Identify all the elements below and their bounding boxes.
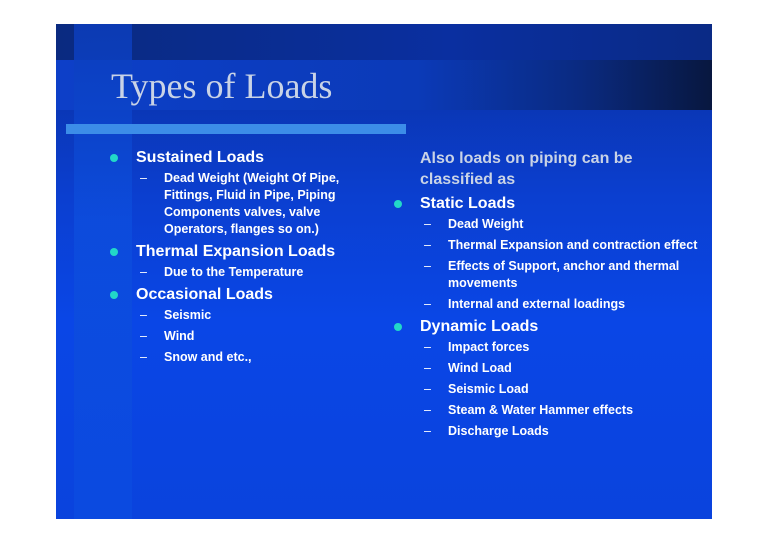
sub-item: – Thermal Expansion and contraction effe… [420, 237, 702, 254]
left-strip [74, 24, 132, 519]
bullet-thermal-expansion-loads: Thermal Expansion Loads – Due to the Tem… [108, 242, 368, 281]
sub-item-text: Due to the Temperature [164, 265, 304, 279]
sub-item-text: Seismic Load [448, 382, 529, 396]
sub-item: – Wind Load [420, 360, 702, 377]
sub-item-text: Dead Weight (Weight Of Pipe, Fittings, F… [164, 171, 340, 236]
dash-icon: – [424, 382, 431, 396]
bullet-dot-icon [394, 200, 402, 208]
sub-list: – Due to the Temperature [136, 264, 368, 281]
bullet-dot-icon [110, 248, 118, 256]
sub-item: – Dead Weight [420, 216, 702, 233]
sub-item-text: Snow and etc., [164, 350, 252, 364]
bullet-dot-icon [394, 323, 402, 331]
slide-title: Types of Loads [111, 66, 333, 106]
bullet-label: Occasional Loads [136, 286, 273, 303]
sub-item: – Internal and external loadings [420, 296, 702, 313]
dash-icon: – [140, 350, 147, 364]
sub-item: – Dead Weight (Weight Of Pipe, Fittings,… [136, 170, 368, 238]
accent-rule [66, 124, 406, 134]
slide: Types of Loads Sustained Loads – Dead We… [56, 24, 712, 519]
dash-icon: – [424, 297, 431, 311]
dash-icon: – [424, 403, 431, 417]
sub-item: – Impact forces [420, 339, 702, 356]
dash-icon: – [424, 238, 431, 252]
sub-item-text: Wind [164, 329, 195, 343]
dash-icon: – [424, 361, 431, 375]
sub-list: – Seismic – Wind – Snow and etc., [136, 307, 368, 366]
sub-list: – Impact forces – Wind Load – Seismic Lo… [420, 339, 702, 440]
bullet-dynamic-loads: Dynamic Loads – Impact forces – Wind Loa… [392, 317, 702, 440]
sub-item-text: Wind Load [448, 361, 512, 375]
sub-item: – Discharge Loads [420, 423, 702, 440]
dash-icon: – [140, 329, 147, 343]
bullet-label: Dynamic Loads [420, 318, 539, 335]
sub-item: – Steam & Water Hammer effects [420, 402, 702, 419]
sub-item-text: Steam & Water Hammer effects [448, 403, 634, 417]
sub-item-text: Thermal Expansion and contraction effect [448, 238, 698, 252]
bullet-label: Static Loads [420, 195, 516, 212]
sub-item: – Effects of Support, anchor and thermal… [420, 258, 702, 292]
right-bullet-list: Static Loads – Dead Weight – Thermal Exp… [392, 194, 702, 440]
sub-item-text: Seismic [164, 308, 212, 322]
right-column: Also loads on piping can be classified a… [392, 148, 702, 444]
sub-item-text: Internal and external loadings [448, 297, 626, 311]
sub-item-text: Effects of Support, anchor and thermal m… [448, 259, 680, 290]
dash-icon: – [140, 308, 147, 322]
sub-item-text: Dead Weight [448, 217, 524, 231]
bullet-sustained-loads: Sustained Loads – Dead Weight (Weight Of… [108, 148, 368, 238]
bullet-static-loads: Static Loads – Dead Weight – Thermal Exp… [392, 194, 702, 313]
sub-item: – Snow and etc., [136, 349, 368, 366]
bullet-dot-icon [110, 154, 118, 162]
dash-icon: – [424, 424, 431, 438]
top-band [56, 24, 712, 62]
bullet-occasional-loads: Occasional Loads – Seismic – Wind – Snow [108, 285, 368, 366]
sub-item: – Seismic Load [420, 381, 702, 398]
left-bullet-list: Sustained Loads – Dead Weight (Weight Of… [108, 148, 368, 366]
title-band [56, 60, 712, 110]
sub-item: – Seismic [136, 307, 368, 324]
sub-item: – Wind [136, 328, 368, 345]
sub-item: – Due to the Temperature [136, 264, 368, 281]
bullet-label: Thermal Expansion Loads [136, 243, 336, 260]
dash-icon: – [140, 265, 147, 279]
sub-list: – Dead Weight (Weight Of Pipe, Fittings,… [136, 170, 368, 238]
sub-list: – Dead Weight – Thermal Expansion and co… [420, 216, 702, 313]
dash-icon: – [140, 171, 147, 185]
left-column: Sustained Loads – Dead Weight (Weight Of… [108, 148, 368, 370]
sub-item-text: Discharge Loads [448, 424, 549, 438]
sub-item-text: Impact forces [448, 340, 530, 354]
dash-icon: – [424, 259, 431, 273]
bullet-label: Sustained Loads [136, 149, 265, 166]
bullet-dot-icon [110, 291, 118, 299]
classification-intro: Also loads on piping can be classified a… [420, 150, 633, 188]
dash-icon: – [424, 340, 431, 354]
dash-icon: – [424, 217, 431, 231]
